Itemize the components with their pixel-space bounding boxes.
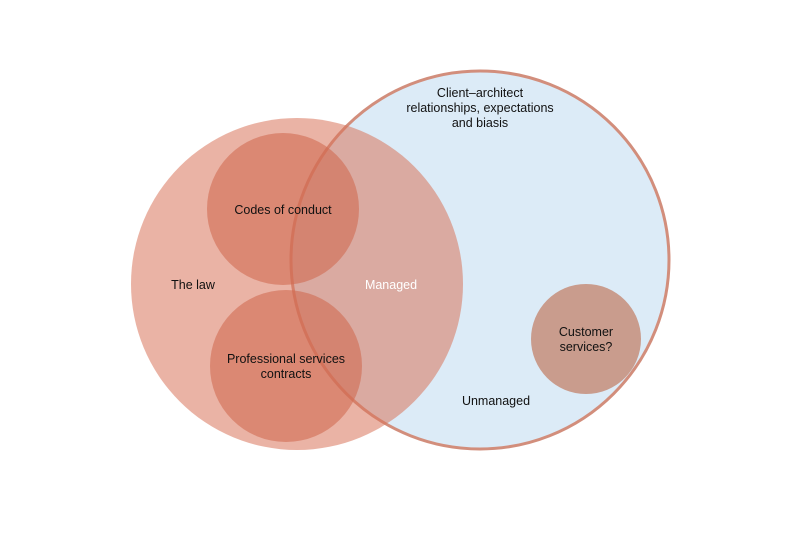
- customer-services-line-2: services?: [559, 340, 613, 354]
- customer-services-label: Customer services?: [536, 325, 636, 355]
- customer-services-line-1: Customer: [558, 325, 614, 339]
- codes-of-conduct-circle: [207, 133, 359, 285]
- the-law-label: The law: [171, 278, 215, 292]
- client-relationships-line-2: relationships, expectations: [406, 101, 554, 115]
- professional-services-line-2: contracts: [260, 367, 312, 381]
- client-relationships-line-3: and biasis: [451, 116, 509, 130]
- professional-services-circle: [210, 290, 362, 442]
- client-relationships-label: Client–architect relationships, expectat…: [370, 86, 590, 131]
- customer-services-circle: [531, 284, 641, 394]
- codes-of-conduct-label: Codes of conduct: [234, 203, 332, 217]
- unmanaged-label: Unmanaged: [461, 394, 531, 408]
- client-relationships-line-1: Client–architect: [436, 86, 524, 100]
- managed-label: Managed: [364, 278, 418, 292]
- professional-services-label: Professional services contracts: [206, 352, 366, 382]
- professional-services-line-1: Professional services: [226, 352, 346, 366]
